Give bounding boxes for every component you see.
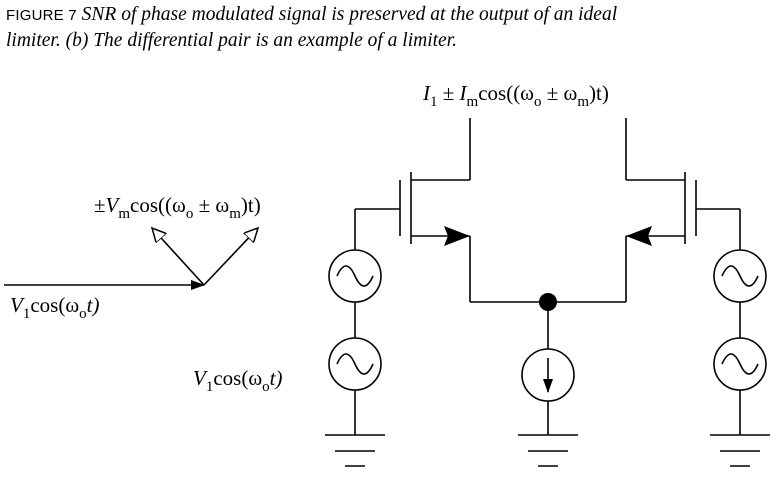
output-current-label: I1 ± Imcos((ωo ± ωm)t): [422, 81, 609, 110]
sideband-phasor-left: [152, 228, 205, 286]
figure-label: FIGURE 7: [6, 7, 77, 24]
carrier-phasor-label: V1cos(ωot): [10, 293, 99, 322]
caption-line-1: SNR of phase modulated signal is preserv…: [81, 4, 618, 25]
sideband-label: ±Vmcos((ωo ± ωm)t): [94, 193, 261, 222]
caption-line-2: limiter. (b) The differential pair is an…: [6, 30, 457, 51]
left-source-arrow: [444, 226, 470, 246]
carrier-source-label: V1cos(ωot): [193, 366, 282, 395]
right-source-arrow: [626, 226, 652, 246]
sideband-phasor-right: [203, 228, 258, 286]
figure-caption: FIGURE 7 SNR of phase modulated signal i…: [6, 2, 770, 53]
tail-node-dot: [539, 293, 557, 311]
